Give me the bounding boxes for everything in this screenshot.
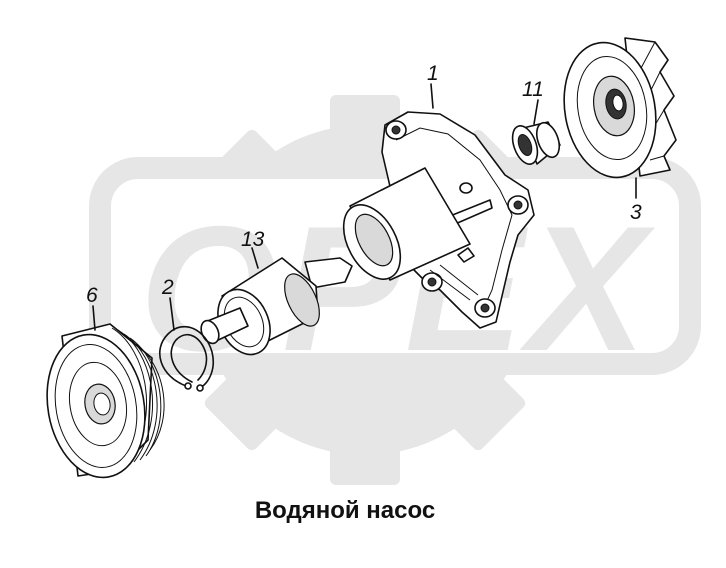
callout-1: 1 <box>427 62 439 85</box>
leader-lines <box>92 83 637 331</box>
shaft-part-13 <box>200 257 353 356</box>
callout-2: 2 <box>161 276 174 299</box>
leader-11 <box>533 99 539 125</box>
callout-11: 11 <box>522 78 544 101</box>
leader-6 <box>92 305 96 331</box>
leader-2 <box>169 297 175 331</box>
callout-13: 13 <box>241 228 265 251</box>
diagram-caption: Водяной насос <box>254 497 436 524</box>
bearing-part-11 <box>511 121 561 165</box>
housing-part-1 <box>342 111 535 329</box>
impeller-part-3 <box>563 37 677 179</box>
callout-3: 3 <box>630 201 642 224</box>
callout-6: 6 <box>86 284 98 307</box>
leader-1 <box>430 83 434 109</box>
pulley-part-6 <box>46 323 165 479</box>
leader-13 <box>251 247 259 269</box>
circlip-part-2 <box>158 325 215 392</box>
